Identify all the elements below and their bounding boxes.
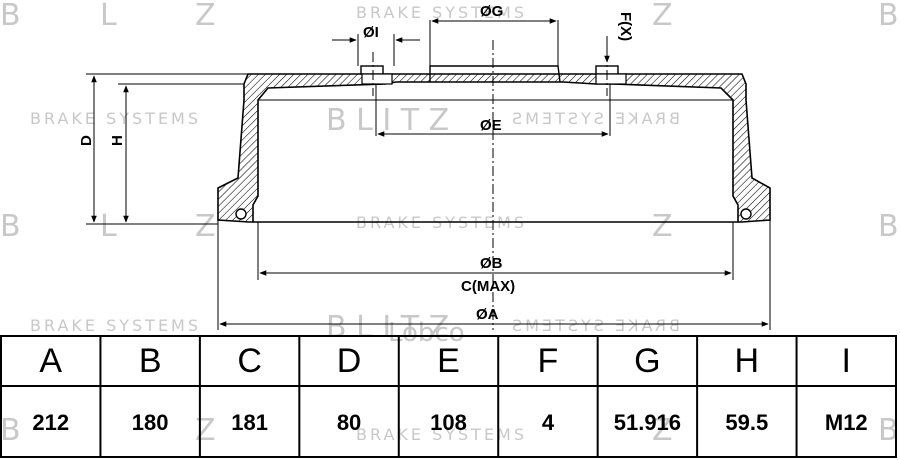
left-groove bbox=[235, 208, 247, 220]
spec-header-a: A bbox=[39, 342, 62, 380]
watermark-l-top: L bbox=[100, 0, 117, 33]
right-groove bbox=[740, 208, 752, 220]
spec-header-e: E bbox=[437, 342, 460, 380]
spec-value-a: 212 bbox=[32, 410, 69, 435]
watermark-b-mid-right: B bbox=[878, 209, 899, 244]
spec-table: A 212 B 180 C 181 D 80 E 108 F 4 G 51.916 H 59.5 I M12 bbox=[0, 335, 897, 458]
hub-step bbox=[429, 65, 561, 83]
watermark-tagline-lower-left: BRAKE SYSTEMS bbox=[30, 316, 201, 335]
watermark-brand-mid: B L I T Z bbox=[326, 103, 449, 138]
spec-value-f: 4 bbox=[542, 410, 555, 435]
watermark-brand-lower: B L I T Z bbox=[326, 310, 449, 345]
left-stud-slot bbox=[361, 73, 393, 85]
dim-h-label: H bbox=[109, 135, 126, 146]
left-stud-hole bbox=[360, 65, 384, 75]
dim-e-label: ØE bbox=[480, 117, 502, 134]
watermark-z-mid-right: Z bbox=[652, 209, 673, 244]
spec-value-g: 51.916 bbox=[614, 410, 681, 435]
watermark-z-bottom-right: Z bbox=[652, 413, 673, 448]
drum-body-hatched bbox=[217, 73, 771, 223]
right-stud-slot bbox=[595, 73, 627, 85]
spec-header-h: H bbox=[735, 342, 760, 380]
watermark-b-mid-left: B bbox=[0, 209, 21, 244]
watermark-b-bottom-right: B bbox=[878, 413, 899, 448]
dim-f-label: F(X) bbox=[617, 12, 634, 41]
dim-b-label: ØB bbox=[480, 255, 503, 272]
dim-a-label: ØA bbox=[476, 306, 499, 323]
spec-header-g: G bbox=[634, 342, 660, 380]
spec-value-c: 181 bbox=[231, 410, 268, 435]
spec-value-d: 80 bbox=[337, 410, 361, 435]
watermark-b-bottom-left: B bbox=[0, 413, 21, 448]
watermark-b-top-left: B bbox=[0, 0, 21, 33]
spec-header-d: D bbox=[337, 342, 362, 380]
watermark-l-mid: L bbox=[100, 209, 117, 244]
dim-g-label: ØG bbox=[480, 3, 503, 20]
spec-header-c: C bbox=[237, 342, 262, 380]
spec-table-border bbox=[0, 335, 897, 458]
dim-d-label: D bbox=[78, 135, 95, 146]
watermark-z-top: Z bbox=[195, 0, 216, 33]
dimensions: ØG ØI F(X) ØE D H ØB C(MAX) bbox=[78, 3, 771, 330]
watermark-z-bottom: Z bbox=[195, 413, 216, 448]
watermark-tagline-right-mirrored: BRAKE SYSTEMS bbox=[509, 109, 680, 128]
watermark-tagline-lower-right-mirrored: BRAKE SYSTEMS bbox=[509, 316, 680, 335]
spec-value-i: M12 bbox=[825, 410, 868, 435]
spec-value-b: 180 bbox=[132, 410, 169, 435]
watermark-tagline-left: BRAKE SYSTEMS bbox=[30, 109, 201, 128]
watermark-z-mid: Z bbox=[195, 209, 216, 244]
spec-header-i: I bbox=[842, 342, 851, 380]
dim-i-label: ØI bbox=[363, 24, 379, 41]
spec-header-b: B bbox=[139, 342, 162, 380]
watermark-b-top-right: B bbox=[878, 0, 899, 33]
spec-value-h: 59.5 bbox=[725, 410, 768, 435]
dim-c-label: C(MAX) bbox=[461, 278, 515, 295]
watermark-tagline-top: BRAKE SYSTEMS bbox=[356, 3, 527, 22]
spec-header-f: F bbox=[538, 342, 559, 380]
watermark-z-top-right: Z bbox=[652, 0, 673, 33]
spec-value-e: 108 bbox=[430, 410, 467, 435]
